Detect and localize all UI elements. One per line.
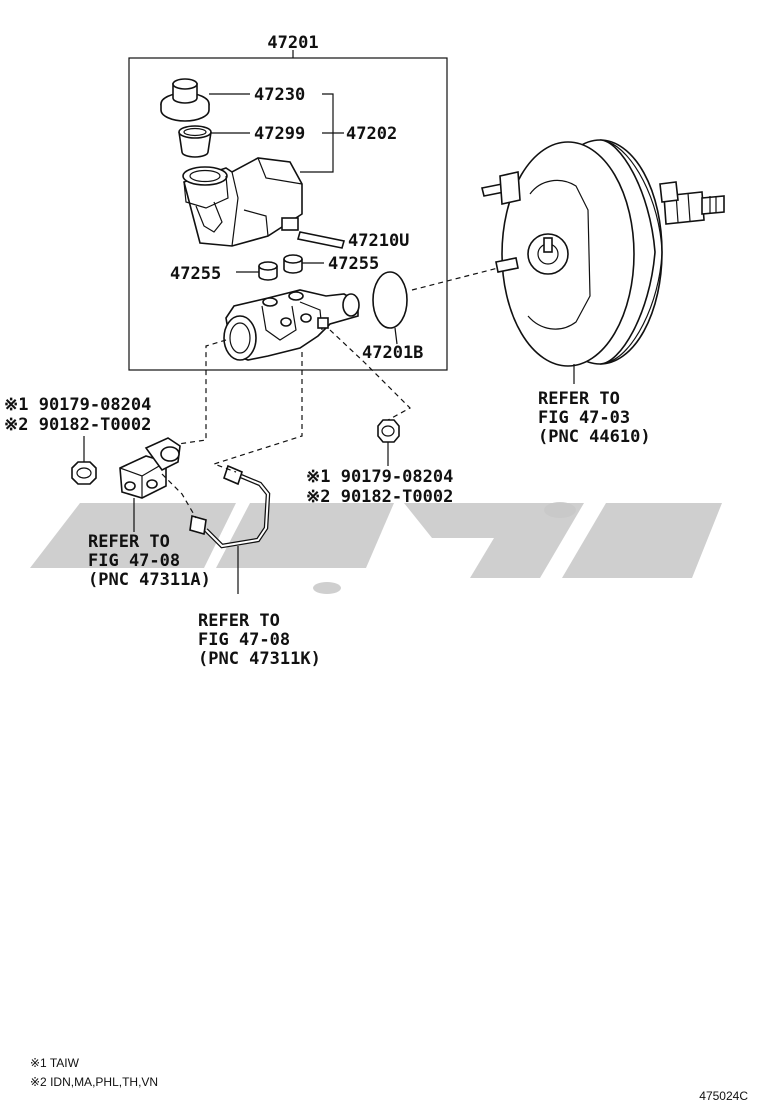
- label-oring: 47201B: [362, 343, 423, 363]
- label-cap: 47230: [254, 85, 305, 105]
- ref-booster-line2: FIG 47-03: [538, 408, 630, 428]
- nut-right-labels: ※1 90179-08204 ※2 90182-T0002: [306, 467, 453, 507]
- union-nut-left: [71, 461, 97, 485]
- nut-left-line2: ※2 90182-T0002: [4, 415, 151, 435]
- label-grommet-right: 47255: [328, 254, 379, 274]
- ref-valve-line1: REFER TO: [88, 532, 170, 552]
- master-cylinder: [223, 289, 360, 361]
- proportioning-valve: [119, 437, 181, 499]
- label-strainer: 47299: [254, 124, 305, 144]
- reservoir-tank: [182, 157, 303, 247]
- ref-tube-line2: FIG 47-08: [198, 630, 290, 650]
- assembly-label: 47201: [267, 33, 318, 53]
- ref-valve: REFER TO FIG 47-08 (PNC 47311A): [88, 532, 211, 590]
- label-grommet-left: 47255: [170, 264, 221, 284]
- label-pin: 47210U: [348, 231, 409, 251]
- oring: [372, 271, 408, 329]
- ref-booster: REFER TO FIG 47-03 (PNC 44610): [538, 389, 651, 447]
- dashed-connections: [161, 267, 499, 519]
- reservoir-strainer: [178, 125, 212, 158]
- brake-tube: [189, 464, 271, 549]
- nut-left-line1: ※1 90179-08204: [4, 395, 151, 415]
- reservoir-cap: [160, 78, 210, 122]
- footnote-1: ※1 TAIW: [30, 1056, 80, 1070]
- watermark-logo: [30, 502, 722, 594]
- ref-booster-line1: REFER TO: [538, 389, 620, 409]
- nut-left-labels: ※1 90179-08204 ※2 90182-T0002: [4, 395, 151, 435]
- label-reservoir-set: 47202: [346, 124, 397, 144]
- footnote-2: ※2 IDN,MA,PHL,TH,VN: [30, 1075, 158, 1089]
- ref-booster-line3: (PNC 44610): [538, 427, 651, 447]
- ref-tube-line1: REFER TO: [198, 611, 280, 631]
- grommet-right: [283, 254, 303, 274]
- assembly-frame: [128, 50, 448, 371]
- figure-code: 475024C: [699, 1089, 748, 1103]
- nut-right-line2: ※2 90182-T0002: [306, 487, 453, 507]
- nut-right-line1: ※1 90179-08204: [306, 467, 453, 487]
- ref-valve-line3: (PNC 47311A): [88, 570, 211, 590]
- reservoir-pin: [296, 231, 346, 249]
- ref-tube: REFER TO FIG 47-08 (PNC 47311K): [198, 611, 321, 669]
- grommet-left: [258, 261, 278, 281]
- union-nut-right: [377, 419, 400, 443]
- ref-tube-line3: (PNC 47311K): [198, 649, 321, 669]
- ref-valve-line2: FIG 47-08: [88, 551, 180, 571]
- brake-booster: [481, 139, 725, 367]
